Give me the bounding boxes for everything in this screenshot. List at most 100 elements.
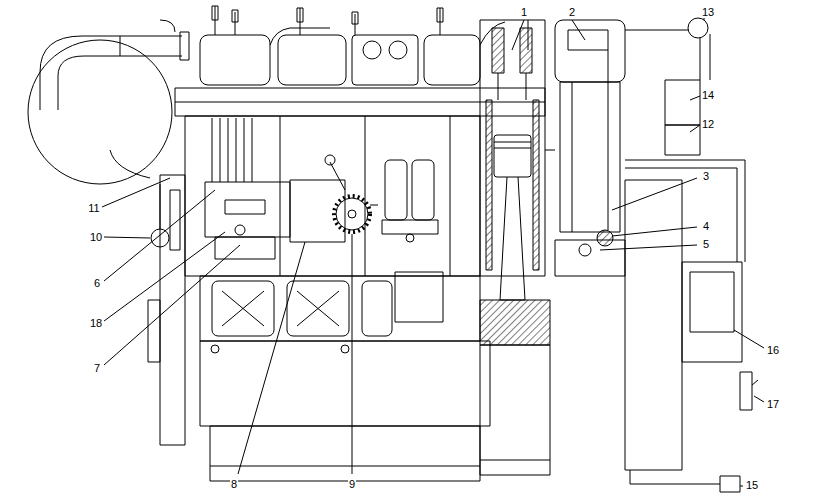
engine-block-part bbox=[236, 118, 237, 182]
crankcase-part bbox=[222, 291, 264, 326]
cylinder-heads-part bbox=[363, 41, 381, 59]
fuel-pump-part bbox=[330, 162, 345, 190]
callout-number: 6 bbox=[93, 277, 101, 289]
crankcase-part bbox=[211, 345, 219, 353]
pipework-part bbox=[700, 38, 701, 80]
callout-number: 11 bbox=[87, 202, 100, 214]
cylinder-heads-part bbox=[212, 6, 218, 20]
leader-lines bbox=[102, 18, 764, 486]
leader-lines-part bbox=[754, 396, 764, 402]
gear-housing-part bbox=[740, 372, 752, 410]
engine-block-part bbox=[228, 118, 229, 182]
cylinder-section-part bbox=[494, 148, 531, 149]
valve-train-section-part bbox=[555, 240, 625, 276]
intake-silencer-part bbox=[110, 150, 150, 178]
fuel-pump-part bbox=[348, 210, 356, 218]
cylinder-heads-part bbox=[278, 35, 346, 85]
engine-block-part bbox=[185, 116, 480, 276]
intake-silencer-part bbox=[120, 36, 121, 56]
engine-block-part bbox=[252, 118, 253, 182]
engine-block-part bbox=[148, 300, 160, 362]
cylinder-heads-part bbox=[424, 35, 480, 85]
leader-lines-part bbox=[690, 96, 700, 100]
leader-lines-part bbox=[734, 330, 764, 348]
fuel-pump-part bbox=[325, 155, 335, 165]
callout-number: 4 bbox=[702, 220, 710, 232]
engine-block-part bbox=[365, 116, 366, 276]
cylinder-heads-part bbox=[200, 35, 270, 85]
leader-lines-part bbox=[690, 125, 700, 132]
crankcase-part bbox=[287, 281, 349, 336]
oil-filters-part bbox=[382, 220, 438, 234]
intake-silencer-part bbox=[180, 32, 189, 60]
leader-lines-part bbox=[612, 227, 697, 236]
valve-train-section-part bbox=[608, 50, 609, 230]
cylinder-heads-part bbox=[352, 35, 418, 85]
oil-filters-part bbox=[385, 160, 407, 220]
leader-lines-part bbox=[528, 20, 529, 50]
callout-number: 3 bbox=[702, 170, 710, 182]
cylinder-section-part bbox=[480, 460, 550, 461]
pipework-part bbox=[665, 125, 700, 155]
leader-lines-part bbox=[612, 178, 697, 210]
leader-lines-part bbox=[352, 234, 353, 474]
cylinder-section-part bbox=[480, 20, 545, 276]
crankcase-part bbox=[297, 291, 339, 326]
intake-silencer bbox=[28, 20, 189, 247]
cylinder-section-part bbox=[498, 73, 499, 100]
callout-number: 17 bbox=[766, 398, 780, 410]
gear-housing-part bbox=[720, 476, 740, 492]
leader-lines-part bbox=[572, 20, 585, 40]
cylinder-heads-part bbox=[389, 41, 407, 59]
cylinder-section bbox=[480, 20, 550, 475]
valve-train-section-part bbox=[579, 244, 591, 256]
valve-train-section-part bbox=[568, 30, 608, 50]
gear-housing-part bbox=[630, 470, 720, 484]
gear-housing bbox=[625, 180, 758, 492]
crankcase-part bbox=[200, 341, 490, 426]
fuel-pump-part bbox=[336, 198, 368, 230]
callout-number: 2 bbox=[568, 6, 576, 18]
cylinder-section-part bbox=[520, 28, 532, 73]
engine-block-part bbox=[280, 116, 281, 276]
gear-housing-part bbox=[690, 272, 734, 332]
pipework-part bbox=[625, 160, 745, 262]
pipework bbox=[545, 18, 745, 262]
cylinder-heads-part bbox=[270, 28, 330, 45]
cylinder-section-part bbox=[486, 100, 492, 270]
callout-number: 16 bbox=[766, 344, 780, 356]
pipework-part bbox=[665, 80, 700, 125]
callout-number: 9 bbox=[348, 478, 356, 490]
fuel-pump-part bbox=[370, 205, 378, 206]
cylinder-section-part bbox=[480, 345, 550, 475]
valve-train-section-part bbox=[597, 230, 613, 246]
engine-block-part bbox=[450, 116, 451, 276]
gear-housing-part bbox=[682, 262, 742, 362]
crankcase-part bbox=[200, 276, 480, 341]
cylinder-section-part bbox=[494, 135, 531, 177]
leader-lines-part bbox=[238, 242, 305, 474]
oil-filters bbox=[382, 160, 438, 242]
fuel-pump-part bbox=[235, 225, 245, 235]
pipework-part bbox=[625, 30, 688, 31]
pipework-part bbox=[710, 34, 711, 80]
engine-block-part bbox=[212, 118, 213, 182]
pipework-part bbox=[688, 18, 708, 38]
valve-train-section-part bbox=[555, 20, 625, 82]
leader-lines-part bbox=[704, 18, 705, 20]
valve-train-section bbox=[555, 20, 625, 276]
leader-lines-part bbox=[104, 245, 240, 365]
intake-silencer-part bbox=[28, 40, 172, 184]
callout-number: 8 bbox=[230, 478, 238, 490]
cylinder-heads-part bbox=[437, 8, 443, 22]
cylinder-section-part bbox=[533, 100, 539, 270]
leader-lines-part bbox=[102, 178, 170, 207]
valve-train-section-part bbox=[572, 82, 573, 232]
pipework-part bbox=[545, 150, 555, 151]
cylinder-section-part bbox=[494, 142, 531, 143]
fuel-pump-part bbox=[225, 200, 265, 214]
cylinder-heads-part bbox=[235, 12, 236, 35]
leader-lines-part bbox=[104, 232, 225, 321]
valve-train-section-part bbox=[560, 82, 620, 232]
